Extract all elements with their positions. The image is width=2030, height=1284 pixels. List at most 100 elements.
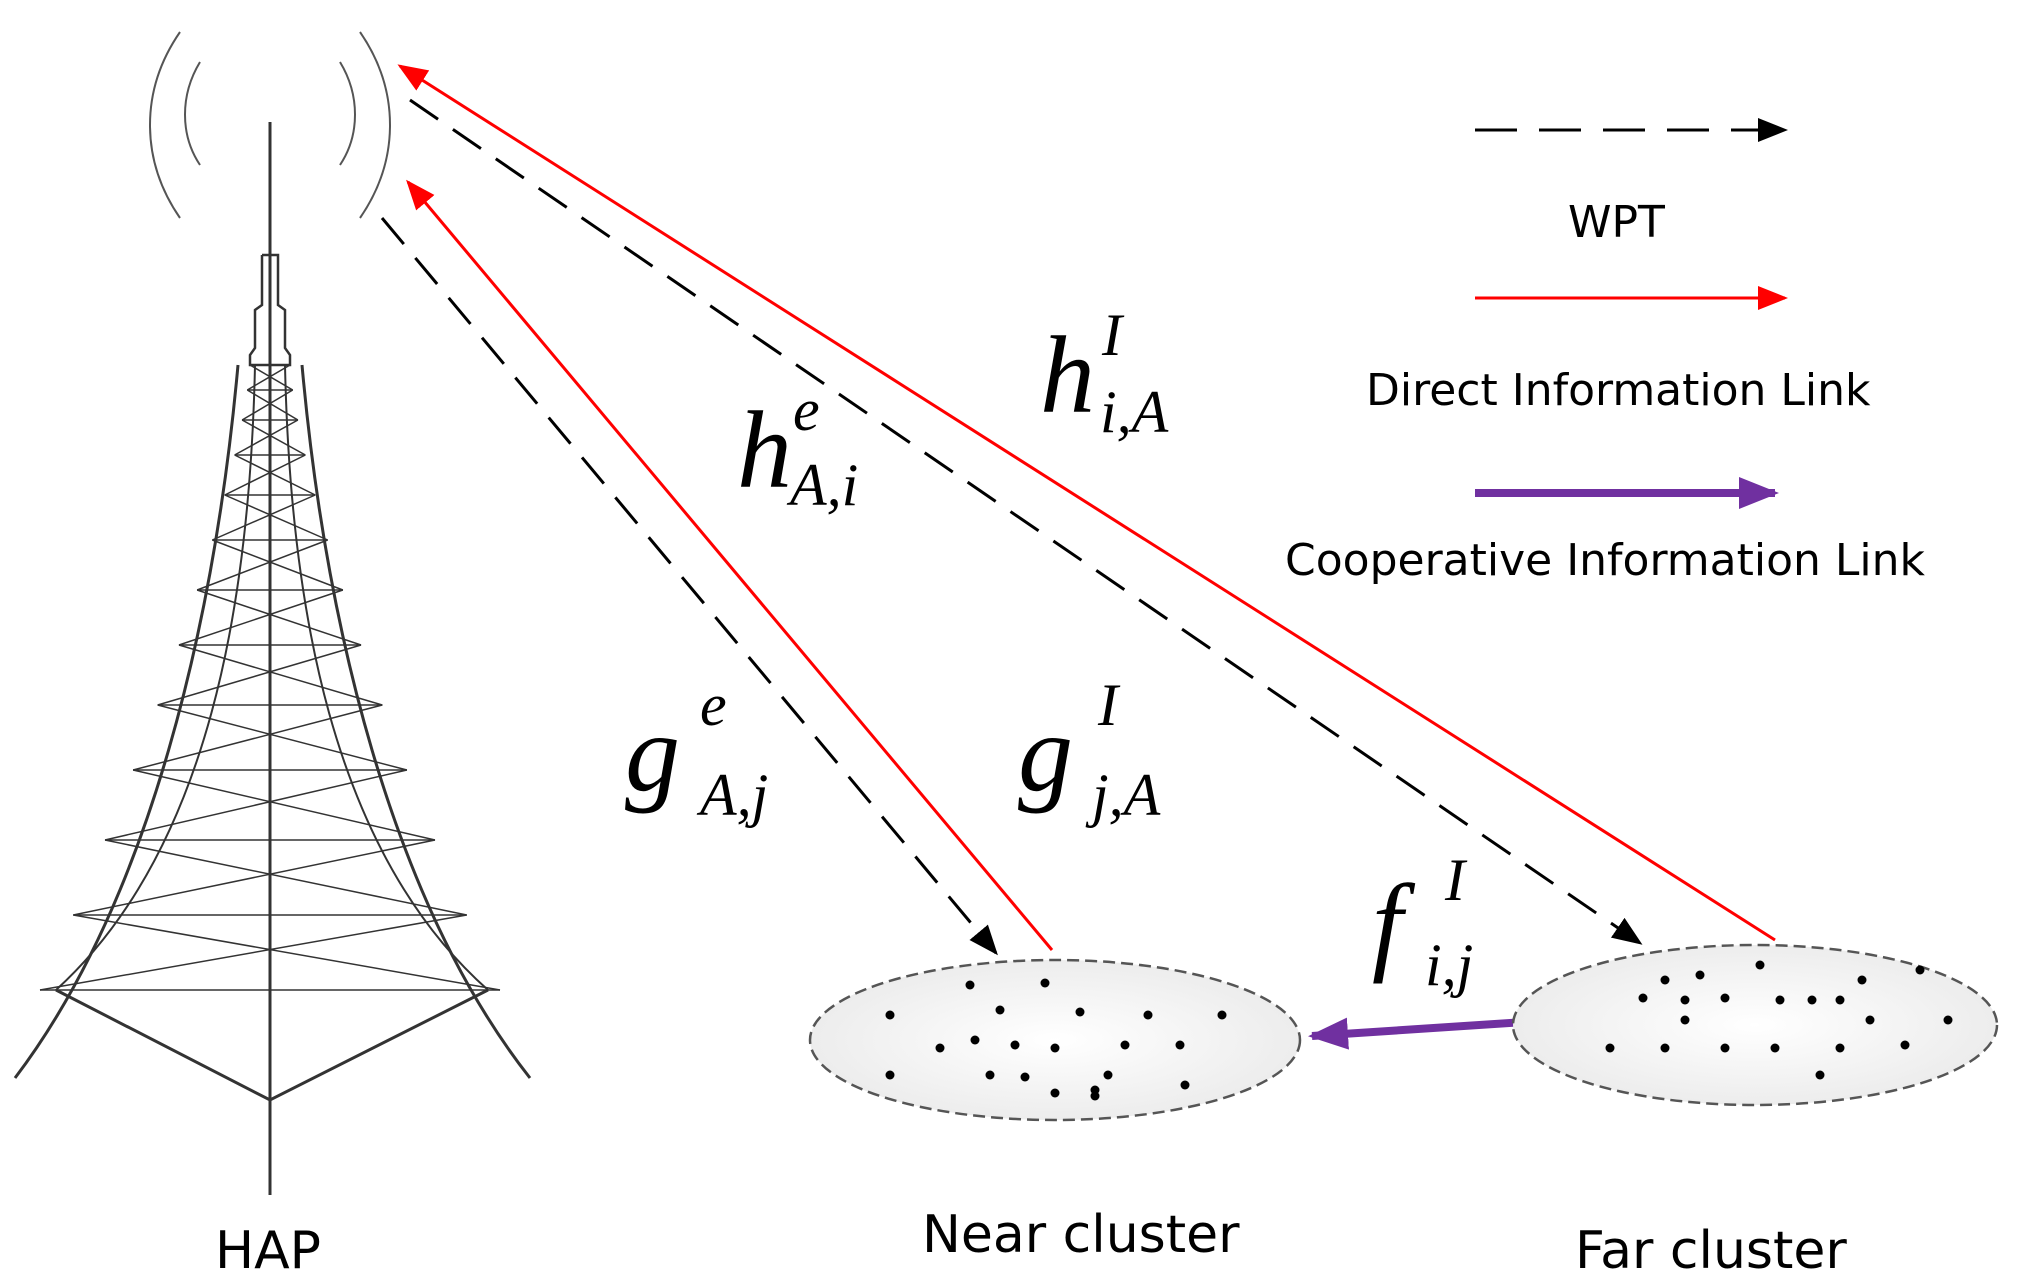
near-cluster-node [1103, 1070, 1113, 1080]
far-cluster-node [1835, 995, 1845, 1005]
tower-lattice-brace [234, 454, 316, 496]
far-cluster-node [1807, 995, 1817, 1005]
far-cluster-node [1865, 1015, 1875, 1025]
svg-text:g: g [1018, 692, 1073, 814]
near-cluster-node [1090, 1091, 1100, 1101]
tower-lattice-brace [196, 589, 362, 646]
near-cluster-node [935, 1043, 945, 1053]
channel-label-f-i-j: f I i,j [1372, 847, 1473, 998]
near-cluster-node [970, 1035, 980, 1045]
svg-text:i,A: i,A [1100, 379, 1169, 445]
far-cluster-node [1660, 1043, 1670, 1053]
tower-lattice-brace [234, 419, 299, 456]
near-cluster-node [1175, 1040, 1185, 1050]
far-cluster-node [1720, 1043, 1730, 1053]
far-cluster-node [1770, 1043, 1780, 1053]
tower-lattice-brace [224, 494, 328, 541]
tower-lattice-brace [178, 589, 344, 646]
far-cluster-node [1605, 1043, 1615, 1053]
near-cluster-node [1143, 1010, 1153, 1020]
svg-text:A,j: A,j [696, 762, 768, 828]
svg-text:e: e [700, 672, 727, 738]
near-cluster-node [995, 1005, 1005, 1015]
tower-lattice-brace [212, 539, 344, 591]
tower-lattice-brace [178, 644, 383, 706]
far-cluster-node [1720, 993, 1730, 1003]
tower-lattice-brace [73, 914, 501, 991]
direct-link-far [397, 64, 1776, 942]
tower-lattice-brace [157, 644, 362, 706]
near-cluster-node [1075, 1007, 1085, 1017]
tower-lattice-brace [104, 769, 408, 841]
tower-lattice-brace [241, 419, 306, 456]
tower-lattice-brace [132, 704, 383, 771]
cooperative-link [1308, 1017, 1541, 1050]
hap-tower-icon [13, 122, 532, 1195]
far-cluster-node [1680, 1015, 1690, 1025]
wpt-link-far [409, 98, 1643, 945]
far-cluster-node [1915, 965, 1925, 975]
near-cluster-node [965, 980, 975, 990]
near-cluster [808, 958, 1302, 1122]
svg-text:h: h [737, 389, 792, 511]
channel-label-g-j-a: g I j,A [1018, 672, 1161, 828]
svg-text:h: h [1040, 314, 1095, 436]
channel-label-h-a-i: h e A,i [737, 377, 858, 518]
near-cluster-node [1050, 1043, 1060, 1053]
far-cluster-node [1638, 993, 1648, 1003]
far-cluster [1511, 943, 1999, 1107]
near-cluster-node [1010, 1040, 1020, 1050]
tower-lattice-brace [241, 389, 294, 421]
near-cluster-node [1180, 1080, 1190, 1090]
far-cluster-node [1943, 1015, 1953, 1025]
legend-wpt-label: WPT [1568, 197, 1665, 248]
near-cluster-node [1040, 978, 1050, 988]
channel-label-g-a-j: g e A,j [625, 672, 768, 828]
far-cluster-node [1775, 995, 1785, 1005]
tower-lattice-brace [224, 454, 306, 496]
wpt-link-near [380, 217, 998, 956]
direct-link-near [406, 179, 1054, 951]
tower-lattice-brace [249, 364, 294, 391]
far-cluster-node [1680, 995, 1690, 1005]
svg-text:g: g [625, 692, 680, 814]
tower-lattice-brace [212, 494, 316, 541]
near-cluster-node [1050, 1088, 1060, 1098]
tower-lattice-brace [104, 839, 467, 916]
svg-text:I: I [1444, 847, 1468, 913]
near-cluster-node [885, 1010, 895, 1020]
near-cluster-node [1120, 1040, 1130, 1050]
tower-lattice-brace [132, 769, 436, 841]
svg-text:A,i: A,i [786, 452, 858, 518]
near-cluster-label: Near cluster [922, 1205, 1240, 1265]
tower-lattice-brace [39, 914, 467, 991]
svg-text:I: I [1097, 672, 1121, 738]
far-cluster-node [1695, 970, 1705, 980]
legend-cooperative-label: Cooperative Information Link [1285, 535, 1925, 586]
tower-lattice-brace [246, 364, 291, 391]
far-cluster-node [1900, 1040, 1910, 1050]
hap-label: HAP [215, 1221, 321, 1281]
legend-direct-label: Direct Information Link [1366, 365, 1871, 416]
tower-lattice-brace [246, 389, 299, 421]
near-cluster-node [1217, 1010, 1227, 1020]
channel-label-h-i-a: h I i,A [1040, 302, 1169, 445]
svg-text:e: e [793, 377, 820, 443]
far-cluster-node [1660, 975, 1670, 985]
tower-lattice-brace [157, 704, 408, 771]
far-cluster-node [1835, 1043, 1845, 1053]
svg-text:I: I [1101, 302, 1125, 368]
tower-lattice-brace [73, 839, 436, 916]
near-cluster-node [885, 1070, 895, 1080]
far-cluster-node [1815, 1070, 1825, 1080]
near-cluster-node [1020, 1072, 1030, 1082]
legend: WPT Direct Information Link Cooperative … [1285, 118, 1925, 586]
svg-text:j,A: j,A [1085, 762, 1161, 828]
svg-text:f: f [1372, 862, 1416, 984]
svg-text:i,j: i,j [1425, 932, 1473, 998]
far-cluster-node [1755, 960, 1765, 970]
near-cluster-node [985, 1070, 995, 1080]
signal-waves-icon [149, 31, 391, 219]
far-cluster-node [1857, 975, 1867, 985]
